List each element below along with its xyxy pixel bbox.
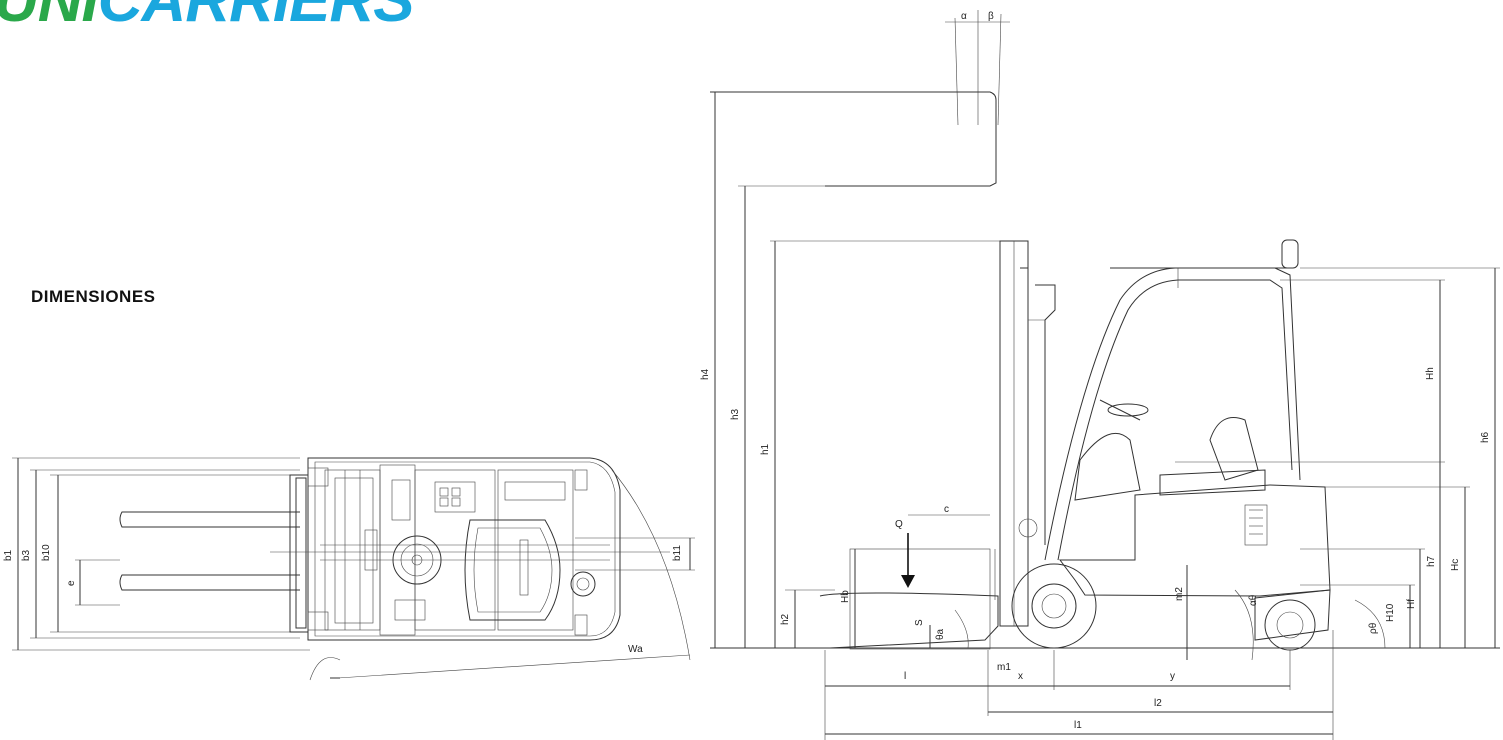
dim-h2: h2 [780, 613, 791, 625]
dim-h4: h4 [700, 368, 711, 380]
dim-h7: h7 [1426, 555, 1437, 567]
top-view-diagram [12, 457, 695, 681]
dim-l1: l1 [1074, 720, 1082, 731]
angle-alpha: α [961, 11, 967, 22]
dim-b1: b1 [3, 549, 14, 561]
dim-hh: Hh [1425, 367, 1436, 380]
dim-e: e [66, 580, 77, 586]
load-q: Q [895, 519, 903, 530]
dim-hf: Hf [1406, 599, 1417, 609]
dim-b11: b11 [672, 545, 683, 561]
dim-y: y [1170, 671, 1175, 682]
dim-b10: b10 [41, 544, 52, 561]
dim-h1: h1 [760, 443, 771, 455]
dim-l: l [904, 671, 906, 682]
dim-x: x [1018, 671, 1023, 682]
dim-h6: h6 [1480, 431, 1491, 443]
dim-m2: m2 [1174, 587, 1185, 601]
angle-rho-theta: ρθ [1368, 622, 1379, 634]
unicarriers-logo: UNICARRIERS [0, 0, 415, 35]
angle-alpha-theta: αθ [1248, 594, 1259, 606]
dim-hc: Hc [1450, 559, 1461, 571]
dim-b3: b3 [21, 549, 32, 561]
dim-h3: h3 [730, 408, 741, 420]
dim-hb: Hb [840, 590, 851, 603]
angle-beta: β [988, 11, 994, 22]
dim-wa: Wa [628, 644, 643, 655]
dim-c: c [944, 504, 949, 515]
section-heading: DIMENSIONES [31, 287, 156, 306]
dim-s: S [914, 619, 925, 626]
angle-theta-a: θa [935, 628, 946, 640]
dim-l2: l2 [1154, 698, 1162, 709]
dim-m1: m1 [997, 662, 1011, 673]
dim-h10: H10 [1385, 603, 1396, 622]
side-view-diagram [710, 10, 1500, 740]
